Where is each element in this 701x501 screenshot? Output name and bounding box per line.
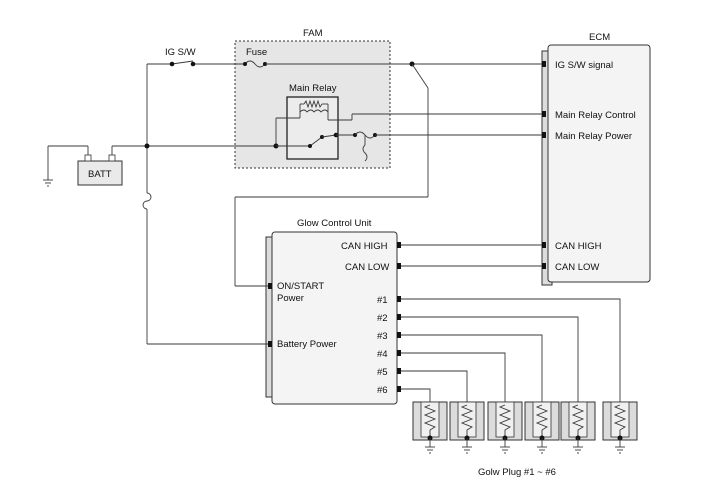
gcu-pin-2: #2 xyxy=(377,313,388,324)
glow-plug-5 xyxy=(449,401,485,454)
gcu-pin-battery-power: Battery Power xyxy=(277,339,337,350)
glow-plug-4 xyxy=(487,401,523,454)
ecm-label: ECM xyxy=(589,32,610,43)
gcu-pin-6: #6 xyxy=(377,385,388,396)
glow-plug-3 xyxy=(524,401,560,454)
glow-plug-6 xyxy=(412,401,448,454)
ecm-pin-ig-sw-signal: IG S/W signal xyxy=(555,60,613,71)
ecm-pin-main-relay-power: Main Relay Power xyxy=(555,131,632,142)
main-relay xyxy=(286,96,339,160)
gcu-pin-1: #1 xyxy=(377,295,388,306)
battery-label: BATT xyxy=(88,169,112,180)
ecm-box xyxy=(547,44,651,283)
glow-plug-1 xyxy=(602,401,638,454)
fuse-label: Fuse xyxy=(246,47,267,58)
gcu-pin-3: #3 xyxy=(377,331,388,342)
battery xyxy=(77,160,123,186)
gcu-pin-4: #4 xyxy=(377,349,388,360)
gcu-pin-on-start: ON/START xyxy=(277,281,324,292)
fam-label: FAM xyxy=(303,28,323,39)
ecm-pin-main-relay-control: Main Relay Control xyxy=(555,110,636,121)
gcu-label: Glow Control Unit xyxy=(297,218,372,229)
gcu-pin-can-low: CAN LOW xyxy=(345,262,389,273)
gcu-pin-5: #5 xyxy=(377,367,388,378)
gcu-pin-can-high: CAN HIGH xyxy=(341,241,388,252)
glow-plug-2 xyxy=(560,401,596,454)
ig-sw-label: IG S/W xyxy=(165,47,196,58)
ecm-pin-can-low: CAN LOW xyxy=(555,262,599,273)
ecm-pin-can-high: CAN HIGH xyxy=(555,241,602,252)
main-relay-label: Main Relay xyxy=(289,83,337,94)
glow-plugs-label: Golw Plug #1 ~ #6 xyxy=(478,467,556,478)
gcu-pin-on-start-power: Power xyxy=(277,293,304,304)
